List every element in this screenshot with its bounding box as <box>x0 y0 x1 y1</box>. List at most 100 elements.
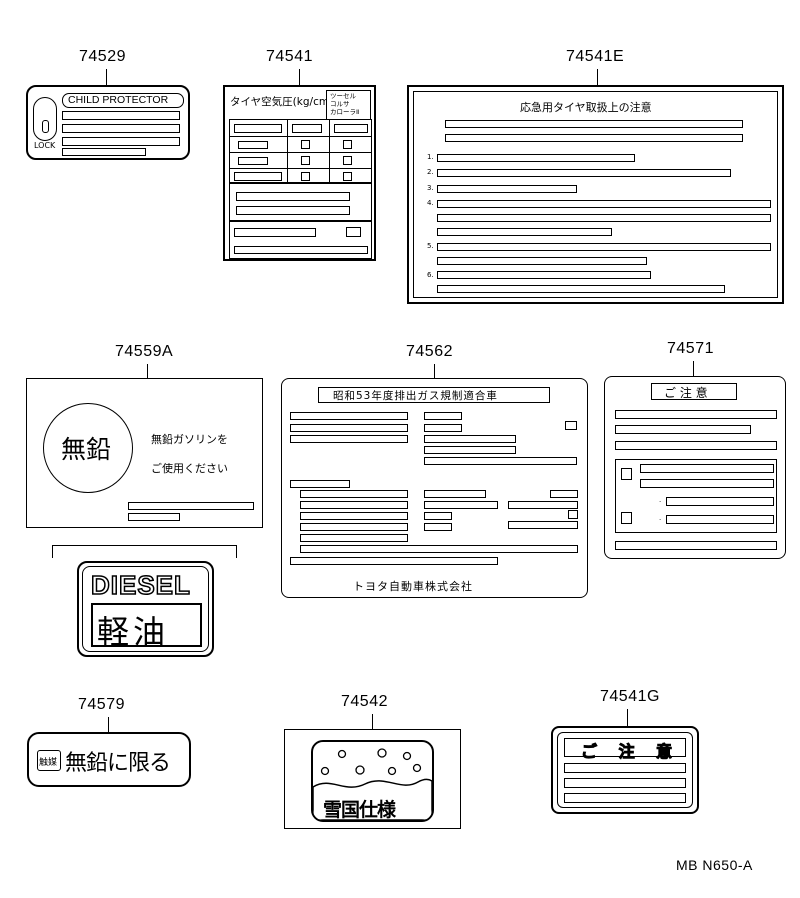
text-bar <box>424 424 462 432</box>
label-diesel-inner: DIESEL 軽油 <box>82 566 209 652</box>
label-74579[interactable]: 触媒 無鉛に限る <box>27 732 191 787</box>
text-bar <box>62 111 180 120</box>
text-bar <box>290 480 350 488</box>
checkbox-square <box>343 156 352 165</box>
checkbox-square <box>301 156 310 165</box>
table-grid <box>229 119 372 183</box>
text-bar <box>236 192 350 201</box>
text-bar <box>445 120 743 128</box>
diesel-text: DIESEL <box>90 569 191 601</box>
text-bar <box>424 457 577 465</box>
emission-title-box: 昭和53年度排出ガス規制適合車 <box>318 387 550 403</box>
checkbox <box>621 512 632 524</box>
text-bar <box>128 513 180 521</box>
label-74529[interactable]: LOCK CHILD PROTECTOR <box>26 85 190 160</box>
text-bar <box>666 515 774 524</box>
text-bar <box>300 545 578 553</box>
child-protector-title-text: CHILD PROTECTOR <box>68 94 169 106</box>
text-bar <box>62 124 180 133</box>
text-bar <box>290 424 408 432</box>
leader-line <box>372 714 373 729</box>
checkbox-square <box>565 421 577 430</box>
checkbox-square <box>568 510 578 519</box>
part-number-74579: 74579 <box>78 696 125 713</box>
text-bar <box>238 141 268 149</box>
light-oil-box: 軽油 <box>91 603 202 651</box>
text-bar <box>437 200 771 208</box>
text-bar <box>292 124 322 133</box>
text-bar <box>550 490 578 498</box>
checkbox-square <box>301 140 310 149</box>
label-diesel[interactable]: DIESEL 軽油 <box>77 561 214 657</box>
text-bar <box>615 425 751 434</box>
leader-line <box>627 709 628 726</box>
caution-title: ご 注 意 <box>664 386 708 400</box>
part-number-74541G: 74541G <box>600 688 660 705</box>
text-bar <box>300 501 408 509</box>
text-bar <box>615 441 777 450</box>
part-number-74541E: 74541E <box>566 48 625 65</box>
text-bar <box>445 134 743 142</box>
part-number-74542: 74542 <box>341 693 388 710</box>
label-74559A[interactable]: 無鉛 無鉛ガソリンを ご使用ください <box>26 378 263 528</box>
text-bar <box>234 172 282 181</box>
label-74562[interactable]: 昭和53年度排出ガス規制適合車 トヨタ自動車株式会社 <box>281 378 588 598</box>
lock-text: LOCK <box>34 141 56 150</box>
text-bar <box>424 523 452 531</box>
child-protector-title: CHILD PROTECTOR <box>62 93 184 108</box>
checkbox-square <box>343 172 352 181</box>
snow-panel: 雪国仕様 <box>311 740 434 822</box>
text-bar <box>424 512 452 520</box>
bracket <box>52 545 237 558</box>
text-bar <box>424 435 516 443</box>
text-bar <box>424 446 516 454</box>
text-bar <box>437 169 731 177</box>
text-bar <box>334 124 368 133</box>
unleaded-circle: 無鉛 <box>43 403 133 493</box>
text-bar <box>290 557 498 565</box>
text-bar <box>424 501 498 509</box>
part-number-74529: 74529 <box>79 48 126 65</box>
caution-title-box: ご 注 意 <box>651 383 737 400</box>
snow-spec-text: 雪国仕様 <box>323 799 396 821</box>
text-bar <box>437 271 651 279</box>
text-bar <box>437 228 612 236</box>
drawing-code: MB N650-A <box>676 857 753 873</box>
checkbox-square <box>346 227 361 237</box>
part-number-74559A: 74559A <box>115 343 174 360</box>
text-bar <box>508 501 578 509</box>
text-bar <box>564 763 686 773</box>
item-number: 3. <box>427 184 434 192</box>
unleaded-line2: ご使用ください <box>151 462 228 475</box>
text-bar <box>300 523 408 531</box>
item-number: 5. <box>427 242 434 250</box>
label-74571[interactable]: ご 注 意 · · <box>604 376 786 559</box>
text-bar <box>238 157 268 165</box>
unleaded-only-text: 無鉛に限る <box>65 751 171 776</box>
text-bar <box>437 257 647 265</box>
text-bar <box>300 490 408 498</box>
item-number: 1. <box>427 153 434 161</box>
text-bar <box>615 541 777 550</box>
caution-title-box: ご 注 意 <box>564 738 686 762</box>
leader-line <box>147 364 148 378</box>
notes-section <box>229 183 372 221</box>
checkbox-square <box>343 140 352 149</box>
unleaded-line1: 無鉛ガソリンを <box>151 433 228 446</box>
part-number-74571: 74571 <box>667 340 714 357</box>
text-bar <box>236 206 350 215</box>
leader-line <box>597 69 598 85</box>
unleaded-circle-text: 無鉛 <box>61 435 112 464</box>
model-names: ツーセル コルサ カローラⅡ <box>330 92 360 116</box>
label-74541[interactable]: タイヤ空気圧(kg/cm²) ツーセル コルサ カローラⅡ <box>223 85 376 261</box>
label-74542[interactable]: 雪国仕様 <box>284 729 461 829</box>
label-74541E[interactable]: 応急用タイヤ取扱上の注意 1. 2. 3. 4. 5. 6. <box>407 85 784 304</box>
text-bar <box>300 534 408 542</box>
text-bar <box>234 124 282 133</box>
checkbox-square <box>301 172 310 181</box>
text-bar <box>437 185 577 193</box>
leader-line <box>434 364 435 378</box>
text-bar <box>290 412 408 420</box>
label-74541G[interactable]: ご 注 意 <box>551 726 699 814</box>
leader-line <box>106 69 107 85</box>
